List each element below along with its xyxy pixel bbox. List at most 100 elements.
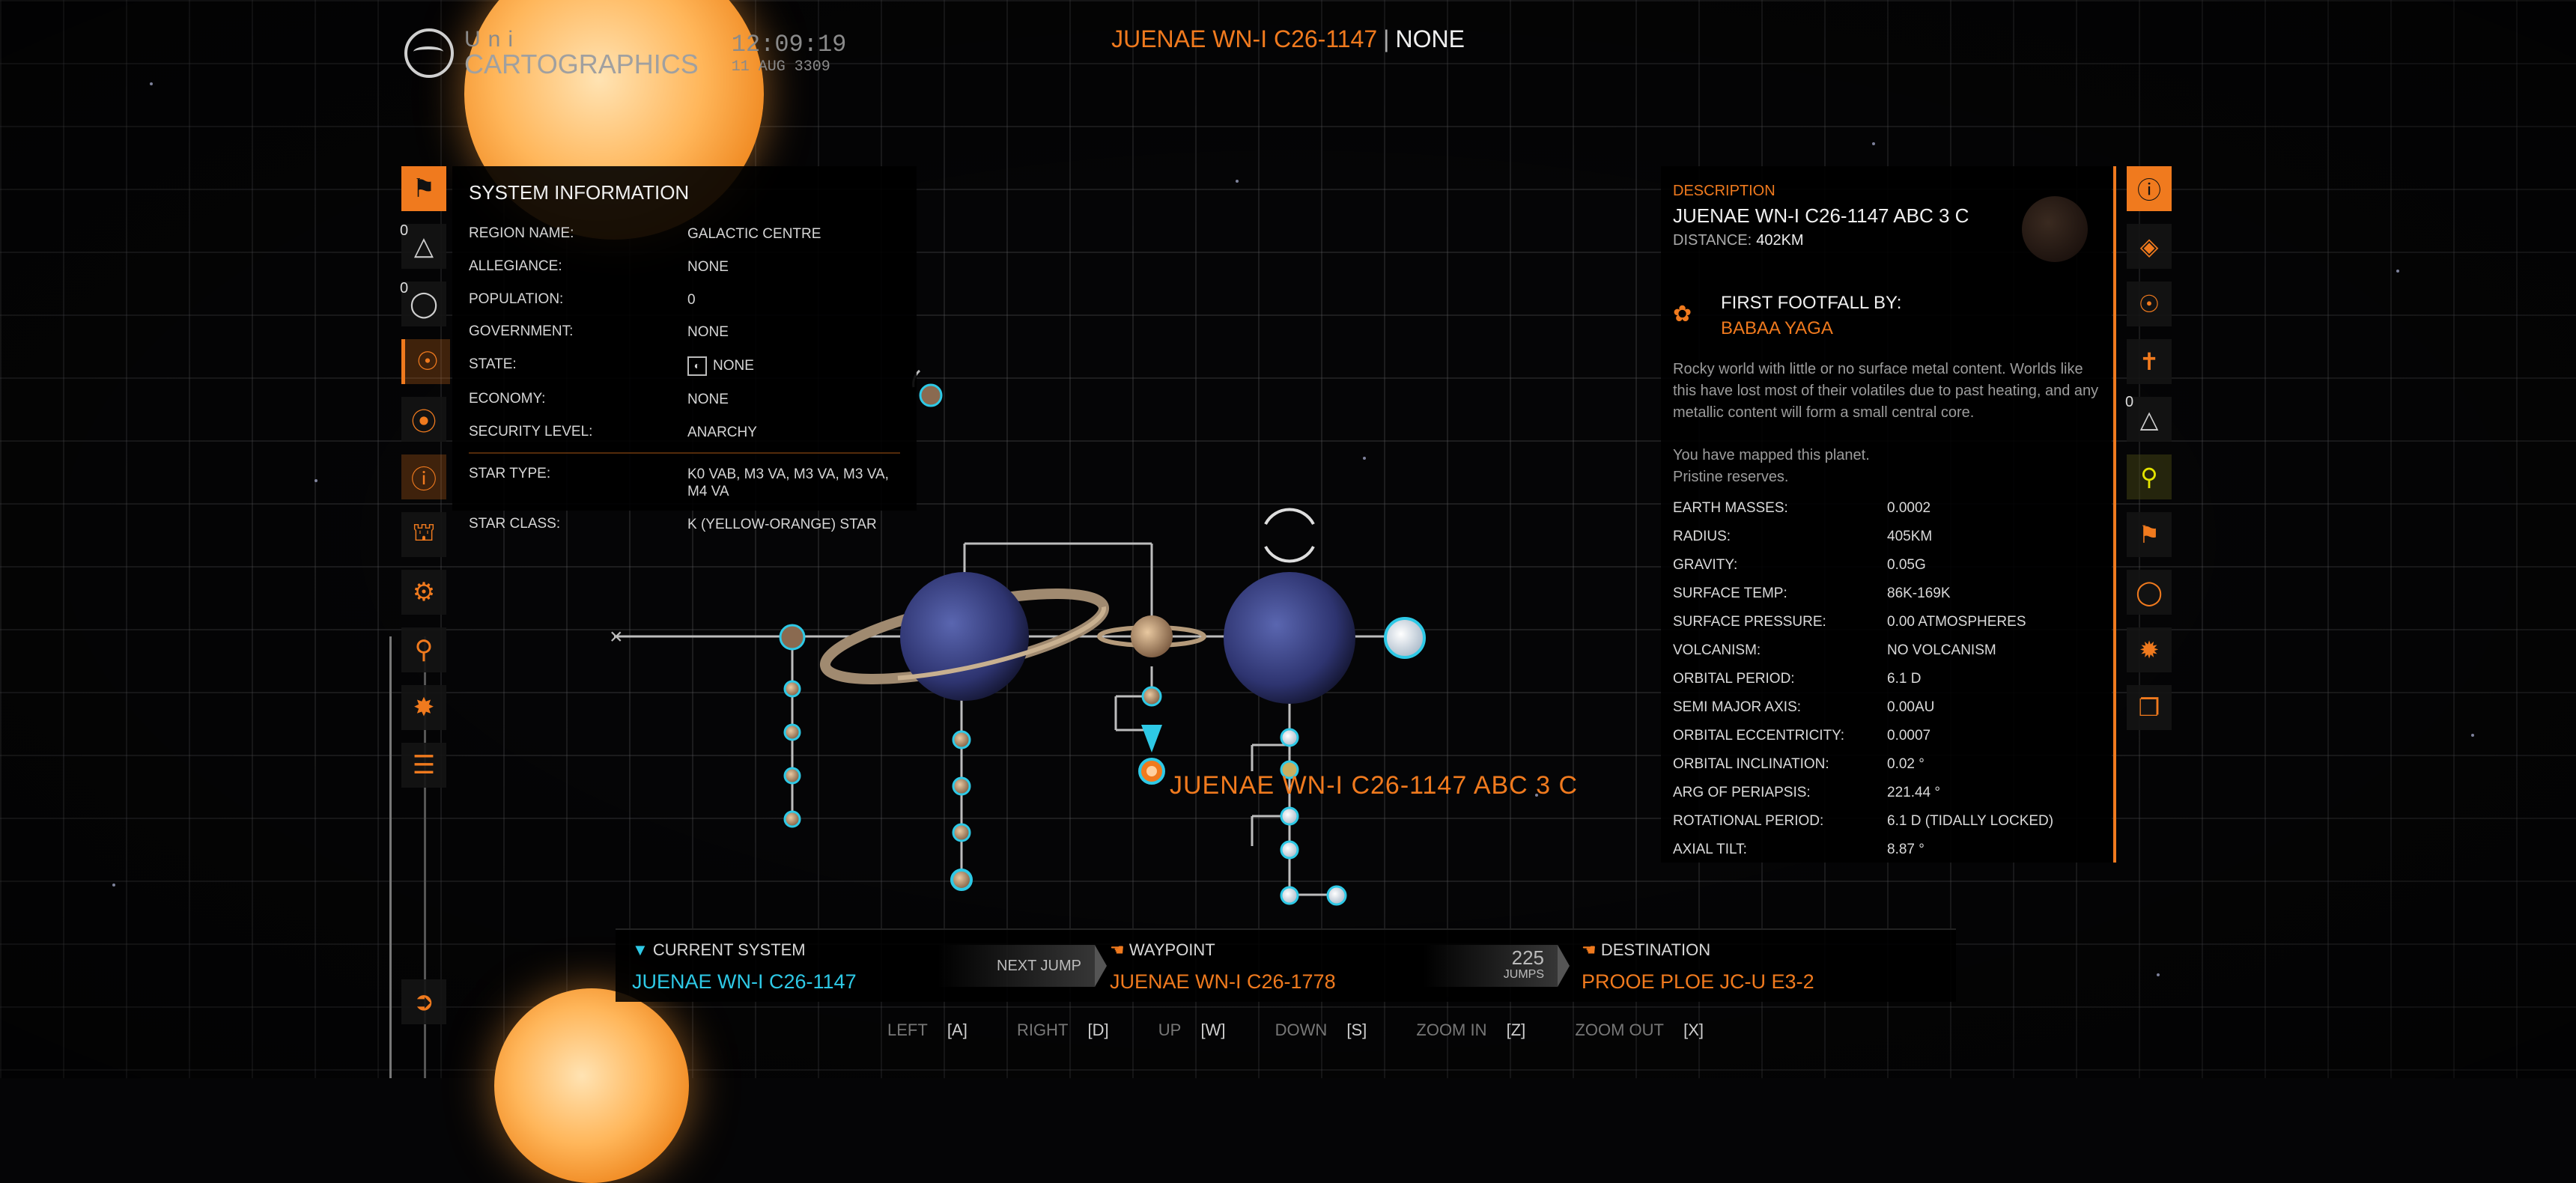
planet-filter-icon[interactable]: 0△ (2125, 394, 2172, 442)
system-information-panel: SYSTEM INFORMATION REGION NAME:GALACTIC … (452, 166, 917, 532)
detail-value: 8.87 ° (1887, 842, 1925, 857)
detail-key: EARTH MASSES: (1673, 500, 1788, 516)
jumps-count: 225 JUMPS (1423, 945, 1558, 987)
info-icon[interactable]: ⓘ (401, 454, 446, 499)
detail-row: RADIUS:405KM (1673, 529, 2100, 545)
detail-row: ORBITAL INCLINATION: 0.02 ° (1673, 756, 2100, 773)
government-icon[interactable]: ⛫ (401, 512, 446, 557)
info-key: POPULATION: (469, 291, 564, 307)
current-system[interactable]: ▼ CURRENT SYSTEM JUENAE WN-I C26-1147 (632, 940, 857, 994)
info-key: ALLEGIANCE: (469, 258, 562, 274)
planet-filter-icon[interactable]: 0△ (400, 222, 446, 269)
dna-icon[interactable]: ✝ (2127, 339, 2172, 384)
info-value: K0 VAB, M3 VA, M3 VA, M3 VA, M4 VA (687, 466, 889, 500)
detail-value: 0.05G (1887, 557, 1926, 573)
detail-key: ROTATIONAL PERIOD: (1673, 813, 1824, 829)
info-row: STATE:◐NONE (469, 356, 900, 376)
exit-icon[interactable]: ➲ (401, 979, 446, 1024)
info-value: ANARCHY (687, 424, 757, 440)
body-detail-panel[interactable]: DESCRIPTION JUENAE WN-I C26-1147 ABC 3 C… (1661, 166, 2112, 863)
destination-value: PROOE PLOE JC-U E3-2 (1582, 970, 1814, 993)
info-value: NONE (687, 324, 729, 341)
svg-text:×: × (610, 624, 623, 649)
first-footfall: ✿ FIRST FOOTFALL BY: BABAA YAGA (1673, 293, 2100, 339)
detail-key: ORBITAL ECCENTRICITY: (1673, 728, 1845, 743)
network-icon[interactable]: ✹ (2127, 627, 2172, 672)
distance-label: DISTANCE: (1673, 232, 1752, 249)
star-icon[interactable]: ☉ (2127, 282, 2172, 326)
map-pin-icon[interactable]: ⚲ (2127, 454, 2172, 499)
info-key: REGION NAME: (469, 225, 574, 241)
system-title: JUENAE WN-I C26-1147|NONE (0, 25, 2576, 53)
detail-key: SEMI MAJOR AXIS: (1673, 699, 1802, 715)
info-row: GOVERNMENT:NONE (469, 323, 900, 341)
info-row: ALLEGIANCE:NONE (469, 258, 900, 276)
system-security: NONE (1395, 25, 1465, 52)
destination[interactable]: ☚ DESTINATION PROOE PLOE JC-U E3-2 (1582, 940, 1814, 994)
right-icon-strip: ⓘ ◈ ☉ ✝ 0△ ⚲ ⚑ ◯ ✹ ❐ (2125, 166, 2173, 743)
distance-value: 402KM (1756, 232, 1804, 249)
info-row: REGION NAME:GALACTIC CENTRE (469, 225, 900, 243)
info-row: ECONOMY: NONE (469, 391, 900, 409)
detail-key: SURFACE TEMP: (1673, 586, 1787, 601)
gear-icon[interactable]: ⚙ (401, 570, 446, 615)
waypoint-icon: ☚ (1110, 940, 1125, 959)
key-hints: LEFT [A] RIGHT [D] UP [W] DOWN [S] ZOOM … (0, 1021, 2576, 1040)
description-label: DESCRIPTION (1673, 183, 1775, 199)
detail-row: VOLCANISM:NO VOLCANISM (1673, 642, 2100, 659)
starburst-icon[interactable]: ✸ (401, 685, 446, 730)
detail-key: ORBITAL INCLINATION: (1673, 756, 1829, 772)
background-star (1872, 142, 1875, 145)
detail-row: ARG OF PERIAPSIS:221.44 ° (1673, 785, 2100, 801)
rings-icon[interactable]: ◯ (2127, 570, 2172, 615)
detail-value: 86K-169K (1887, 586, 1951, 601)
list-icon[interactable]: ☰ (401, 743, 446, 788)
chevron-right-icon (1095, 945, 1107, 987)
detail-row: SURFACE TEMP: 86K-169K (1673, 586, 2100, 602)
cartographics-brand: Uni CARTOGRAPHICS 12:09:19 11 AUG 3309 (404, 28, 846, 78)
waypoint[interactable]: ☚ WAYPOINT JUENAE WN-I C26-1778 (1110, 940, 1336, 994)
location-pin-icon[interactable]: ⚲ (401, 627, 446, 672)
bookmark-icon[interactable]: ⚑ (2127, 512, 2172, 557)
chevron-right-icon (1558, 945, 1570, 987)
system-map[interactable]: × (0, 0, 2576, 1078)
info-icon[interactable]: ⓘ (2127, 166, 2172, 211)
info-key: STATE: (469, 356, 517, 372)
info-key: SECURITY LEVEL: (469, 423, 593, 440)
background-star (112, 884, 115, 887)
target-icon[interactable]: ⦿ (401, 397, 446, 442)
key-hint-zoom-in: ZOOM IN [Z] (1416, 1021, 1526, 1039)
detail-scrollbar[interactable] (2113, 166, 2116, 863)
state-icon: ◐ (687, 356, 707, 376)
current-system-title: CURRENT SYSTEM (652, 940, 806, 959)
current-system-icon: ▼ (632, 940, 648, 959)
bookmark-icon[interactable]: ⚑ (401, 166, 446, 211)
detail-value: 0.00AU (1887, 699, 1935, 715)
selected-body-label[interactable]: JUENAE WN-I C26-1147 ABC 3 C (1170, 771, 1579, 800)
key-hint-up: UP [W] (1158, 1021, 1226, 1039)
detail-value: 6.1 D (TIDALLY LOCKED) (1887, 813, 2054, 829)
strip-connector-line (389, 636, 392, 1078)
copy-icon[interactable]: ❐ (2127, 685, 2172, 730)
info-key: ECONOMY: (469, 391, 546, 407)
globe-icon[interactable]: 0◯ (400, 280, 446, 326)
info-value: NONE (687, 392, 729, 407)
info-row: SECURITY LEVEL: ANARCHY (469, 424, 900, 442)
key-hint-down: DOWN [S] (1275, 1021, 1367, 1039)
filter-count: 0 (400, 280, 409, 296)
detail-value: 0.02 ° (1887, 756, 1925, 772)
system-map-icon[interactable]: ☉ (401, 339, 450, 384)
clock-time: 12:09:19 (731, 31, 847, 58)
info-key: STAR TYPE: (469, 465, 551, 481)
body-description: Rocky world with little or no surface me… (1673, 361, 2099, 421)
detail-value: 0.0002 (1887, 500, 1931, 516)
filter-count: 0 (400, 222, 409, 239)
key-hint-left: LEFT [A] (887, 1021, 967, 1039)
info-row: STAR CLASS:K (YELLOW-ORANGE) STAR (469, 516, 900, 534)
detail-key: ORBITAL PERIOD: (1673, 671, 1795, 687)
detail-row: SURFACE PRESSURE:0.00 ATMOSPHERES (1673, 614, 2100, 630)
detail-key: SURFACE PRESSURE: (1673, 614, 1826, 630)
scan-icon[interactable]: ◈ (2127, 224, 2172, 269)
background-star (2396, 270, 2399, 273)
current-system-value: JUENAE WN-I C26-1147 (632, 970, 857, 993)
